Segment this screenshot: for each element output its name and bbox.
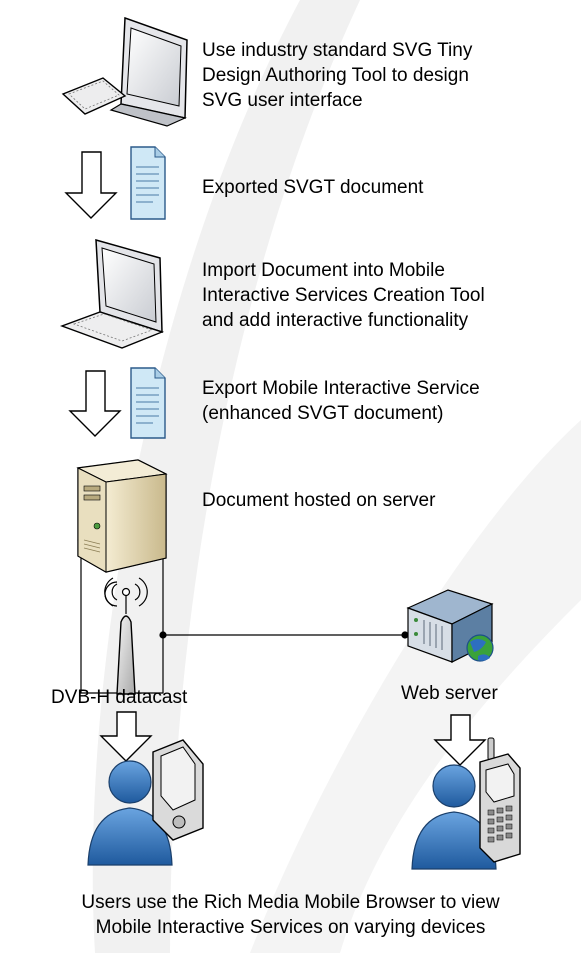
export-step-text: Exported SVGT document <box>202 177 424 198</box>
import-step-line: Import Document into Mobile <box>202 260 445 281</box>
footer-caption: Users use the Rich Media Mobile Browser … <box>0 890 581 940</box>
desktop-computer-icon <box>61 16 188 127</box>
export-service-step-text: Export Mobile Interactive Service (enhan… <box>202 376 480 426</box>
document-icon <box>130 367 166 439</box>
design-step-line: Design Authoring Tool to design <box>202 65 469 86</box>
down-arrow-icon <box>68 370 122 437</box>
laptop-icon <box>59 238 165 349</box>
dvbh-label: DVB-H datacast <box>51 687 188 708</box>
down-arrow-icon <box>99 711 153 762</box>
down-arrow-icon <box>64 151 118 219</box>
user-icon <box>411 764 497 870</box>
user-icon <box>87 760 173 866</box>
import-step-text: Import Document into Mobile Interactive … <box>202 258 485 333</box>
document-icon <box>130 146 166 220</box>
footer-line: Users use the Rich Media Mobile Browser … <box>81 892 500 913</box>
mobile-phone-icon <box>479 737 521 863</box>
pda-icon <box>152 739 204 841</box>
design-step-line: Use industry standard SVG Tiny <box>202 40 473 61</box>
footer-line: Mobile Interactive Services on varying d… <box>95 917 486 938</box>
web-server-label: Web server <box>401 683 498 704</box>
design-step-line: SVG user interface <box>202 90 363 111</box>
export-service-step-line: (enhanced SVGT document) <box>202 403 444 424</box>
import-step-line: and add interactive functionality <box>202 310 469 331</box>
rack-server-globe-icon <box>406 589 494 663</box>
design-step-text: Use industry standard SVG Tiny Design Au… <box>202 38 472 113</box>
export-service-step-line: Export Mobile Interactive Service <box>202 378 480 399</box>
antenna-icon <box>104 577 148 695</box>
tower-server-icon <box>76 459 168 573</box>
background-swoosh <box>92 0 581 953</box>
hosted-step-text: Document hosted on server <box>202 490 436 511</box>
down-arrow-icon <box>433 714 487 766</box>
import-step-line: Interactive Services Creation Tool <box>202 285 485 306</box>
